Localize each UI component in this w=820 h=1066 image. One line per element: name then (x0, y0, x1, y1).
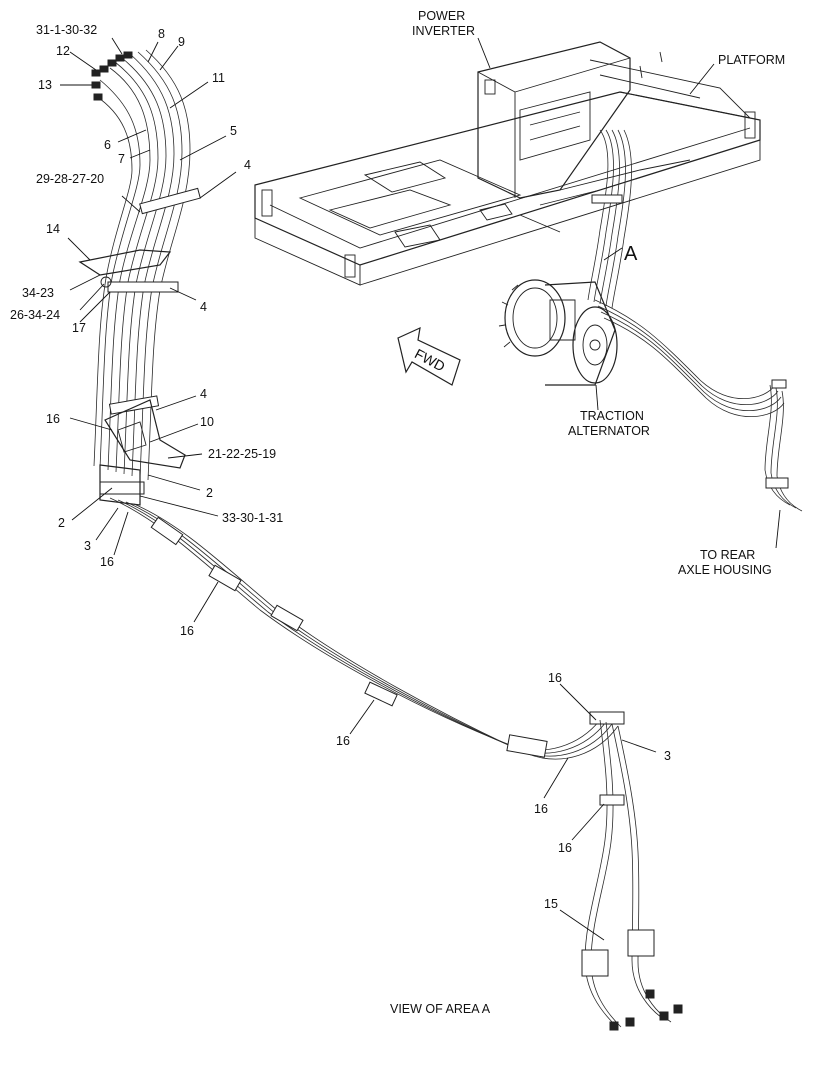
platform-frame (254, 91, 761, 286)
callout-3-left: 3 (84, 539, 91, 553)
callout-7: 7 (118, 152, 125, 166)
fwd-arrow: FWD (397, 326, 461, 386)
callout-4-top: 4 (244, 158, 251, 172)
callout-8: 8 (158, 27, 165, 41)
platform-label: PLATFORM (718, 53, 785, 67)
callout-29-28-27-20: 29-28-27-20 (36, 172, 104, 186)
callout-17: 17 (72, 321, 86, 335)
callout-4-lower: 4 (200, 387, 207, 401)
callout-12: 12 (56, 44, 70, 58)
power-inverter (477, 41, 752, 199)
callout-15: 15 (544, 897, 558, 911)
callout-33-30-1-31: 33-30-1-31 (222, 511, 283, 525)
callout-2-right: 2 (206, 486, 213, 500)
callout-31-1-30-32: 31-1-30-32 (36, 23, 97, 37)
callout-4-middle: 4 (200, 300, 207, 314)
lower-harness (109, 497, 683, 1031)
callout-3-right: 3 (664, 749, 671, 763)
rear-axle-label-line1: TO REAR (700, 548, 755, 562)
fwd-label: FWD (412, 345, 448, 374)
component-labels: POWER INVERTER PLATFORM A TRACTION ALTER… (390, 9, 785, 1016)
traction-alternator-label-line2: ALTERNATOR (568, 424, 650, 438)
callout-16-run-2: 16 (336, 734, 350, 748)
callout-16-left: 16 (46, 412, 60, 426)
traction-alternator (498, 279, 618, 386)
callout-10: 10 (200, 415, 214, 429)
callout-26-34-24: 26-34-24 (10, 308, 60, 322)
callout-13: 13 (38, 78, 52, 92)
view-caption: VIEW OF AREA A (390, 1002, 491, 1016)
callout-16-drop-2: 16 (558, 841, 572, 855)
callout-16-bracket: 16 (100, 555, 114, 569)
callout-numbers: 31-1-30-32 12 13 8 9 11 6 7 5 4 29-28-27… (10, 23, 671, 911)
main-harness (78, 49, 201, 506)
area-a-marker: A (624, 243, 638, 265)
callout-34-23: 34-23 (22, 286, 54, 300)
callout-21-22-25-19: 21-22-25-19 (208, 447, 276, 461)
callout-16-drop-1: 16 (534, 802, 548, 816)
callout-2-left: 2 (58, 516, 65, 530)
rear-axle-harness (594, 299, 803, 512)
callout-5: 5 (230, 124, 237, 138)
callout-16-bend: 16 (548, 671, 562, 685)
leader-lines (60, 37, 781, 941)
callout-16-run-1: 16 (180, 624, 194, 638)
inverter-harness (587, 129, 632, 309)
traction-alternator-label-line1: TRACTION (580, 409, 644, 423)
callout-11: 11 (212, 71, 225, 85)
power-inverter-label-line2: INVERTER (412, 24, 475, 38)
callout-9: 9 (178, 35, 185, 49)
callout-6: 6 (104, 138, 111, 152)
rear-axle-label-line2: AXLE HOUSING (678, 563, 772, 577)
power-inverter-label-line1: POWER (418, 9, 465, 23)
callout-14: 14 (46, 222, 60, 236)
